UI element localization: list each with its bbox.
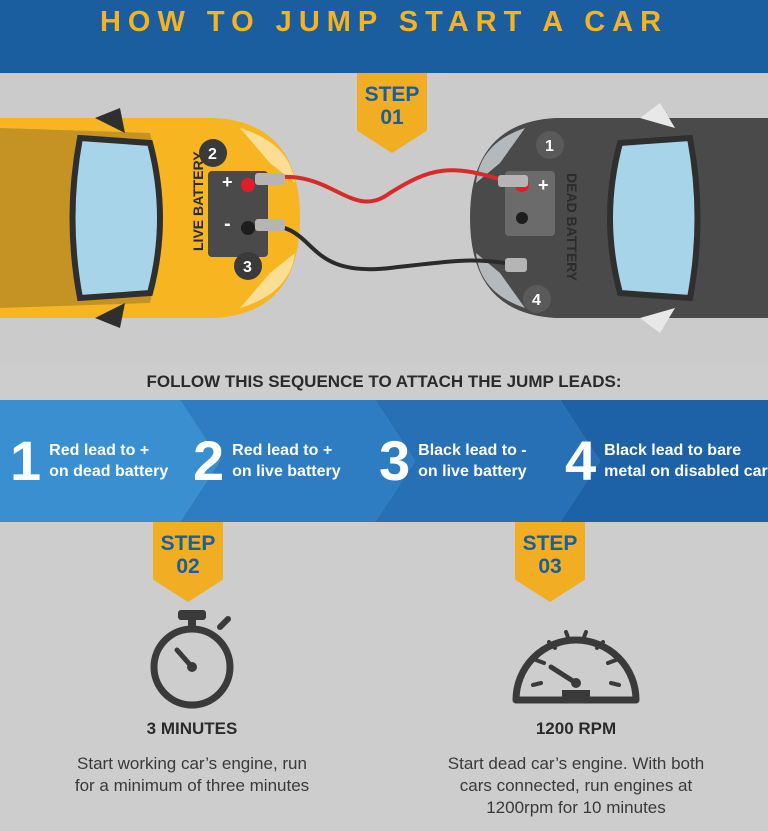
marker-2 [199, 139, 227, 167]
dead-car: + DEAD BATTERY 1 4 [470, 103, 768, 333]
sequence-step-1: 1 Red lead to +on dead battery [10, 429, 169, 492]
step-02-section: 3 MINUTES Start working car’s engine, ru… [0, 530, 384, 797]
marker-4 [523, 285, 551, 313]
live-positive-terminal [241, 178, 255, 192]
marker-3 [234, 252, 262, 280]
live-plus-label: + [222, 172, 233, 192]
svg-text:1: 1 [545, 138, 554, 155]
live-minus-label: - [224, 213, 231, 235]
sequence-step-2: 2 Red lead to +on live battery [193, 429, 341, 492]
step-02-stat: 3 MINUTES [146, 719, 238, 738]
header-banner: HOW TO JUMP START A CAR [0, 0, 768, 73]
tachometer-icon [512, 630, 640, 704]
sequence-heading: FOLLOW THIS SEQUENCE TO ATTACH THE JUMP … [146, 372, 622, 391]
step-03-stat: 1200 RPM [535, 719, 617, 738]
sequence-band: 1 Red lead to +on dead battery 2 Red lea… [0, 400, 768, 522]
live-negative-terminal [241, 221, 255, 235]
dead-plus-label: + [538, 175, 549, 195]
svg-text:4: 4 [532, 292, 541, 309]
black-jump-lead [261, 222, 506, 272]
svg-text:3: 3 [243, 259, 252, 276]
sequence-step-3: 3 Black lead to -on live battery [379, 429, 527, 492]
stopwatch-icon [150, 610, 234, 709]
step-03-description: Start dead car’s engine. With both cars … [447, 754, 705, 817]
cars-svg: + - LIVE BATTERY 2 3 + DEAD BATTERY 1 [0, 103, 768, 333]
step-02-description: Start working car’s engine, run for a mi… [74, 754, 310, 795]
svg-text:2: 2 [208, 146, 217, 163]
dead-negative-terminal [516, 212, 528, 224]
live-battery-label: LIVE BATTERY [190, 151, 206, 251]
cars-illustration: + - LIVE BATTERY 2 3 + DEAD BATTERY 1 [0, 73, 768, 363]
live-car: + - LIVE BATTERY 2 3 [0, 108, 300, 328]
step-03-section: 1200 RPM Start dead car’s engine. With b… [384, 530, 768, 819]
red-jump-lead [261, 168, 506, 204]
marker-1 [536, 131, 564, 159]
dead-battery-label: DEAD BATTERY [564, 173, 580, 282]
page-title: HOW TO JUMP START A CAR [99, 6, 669, 38]
